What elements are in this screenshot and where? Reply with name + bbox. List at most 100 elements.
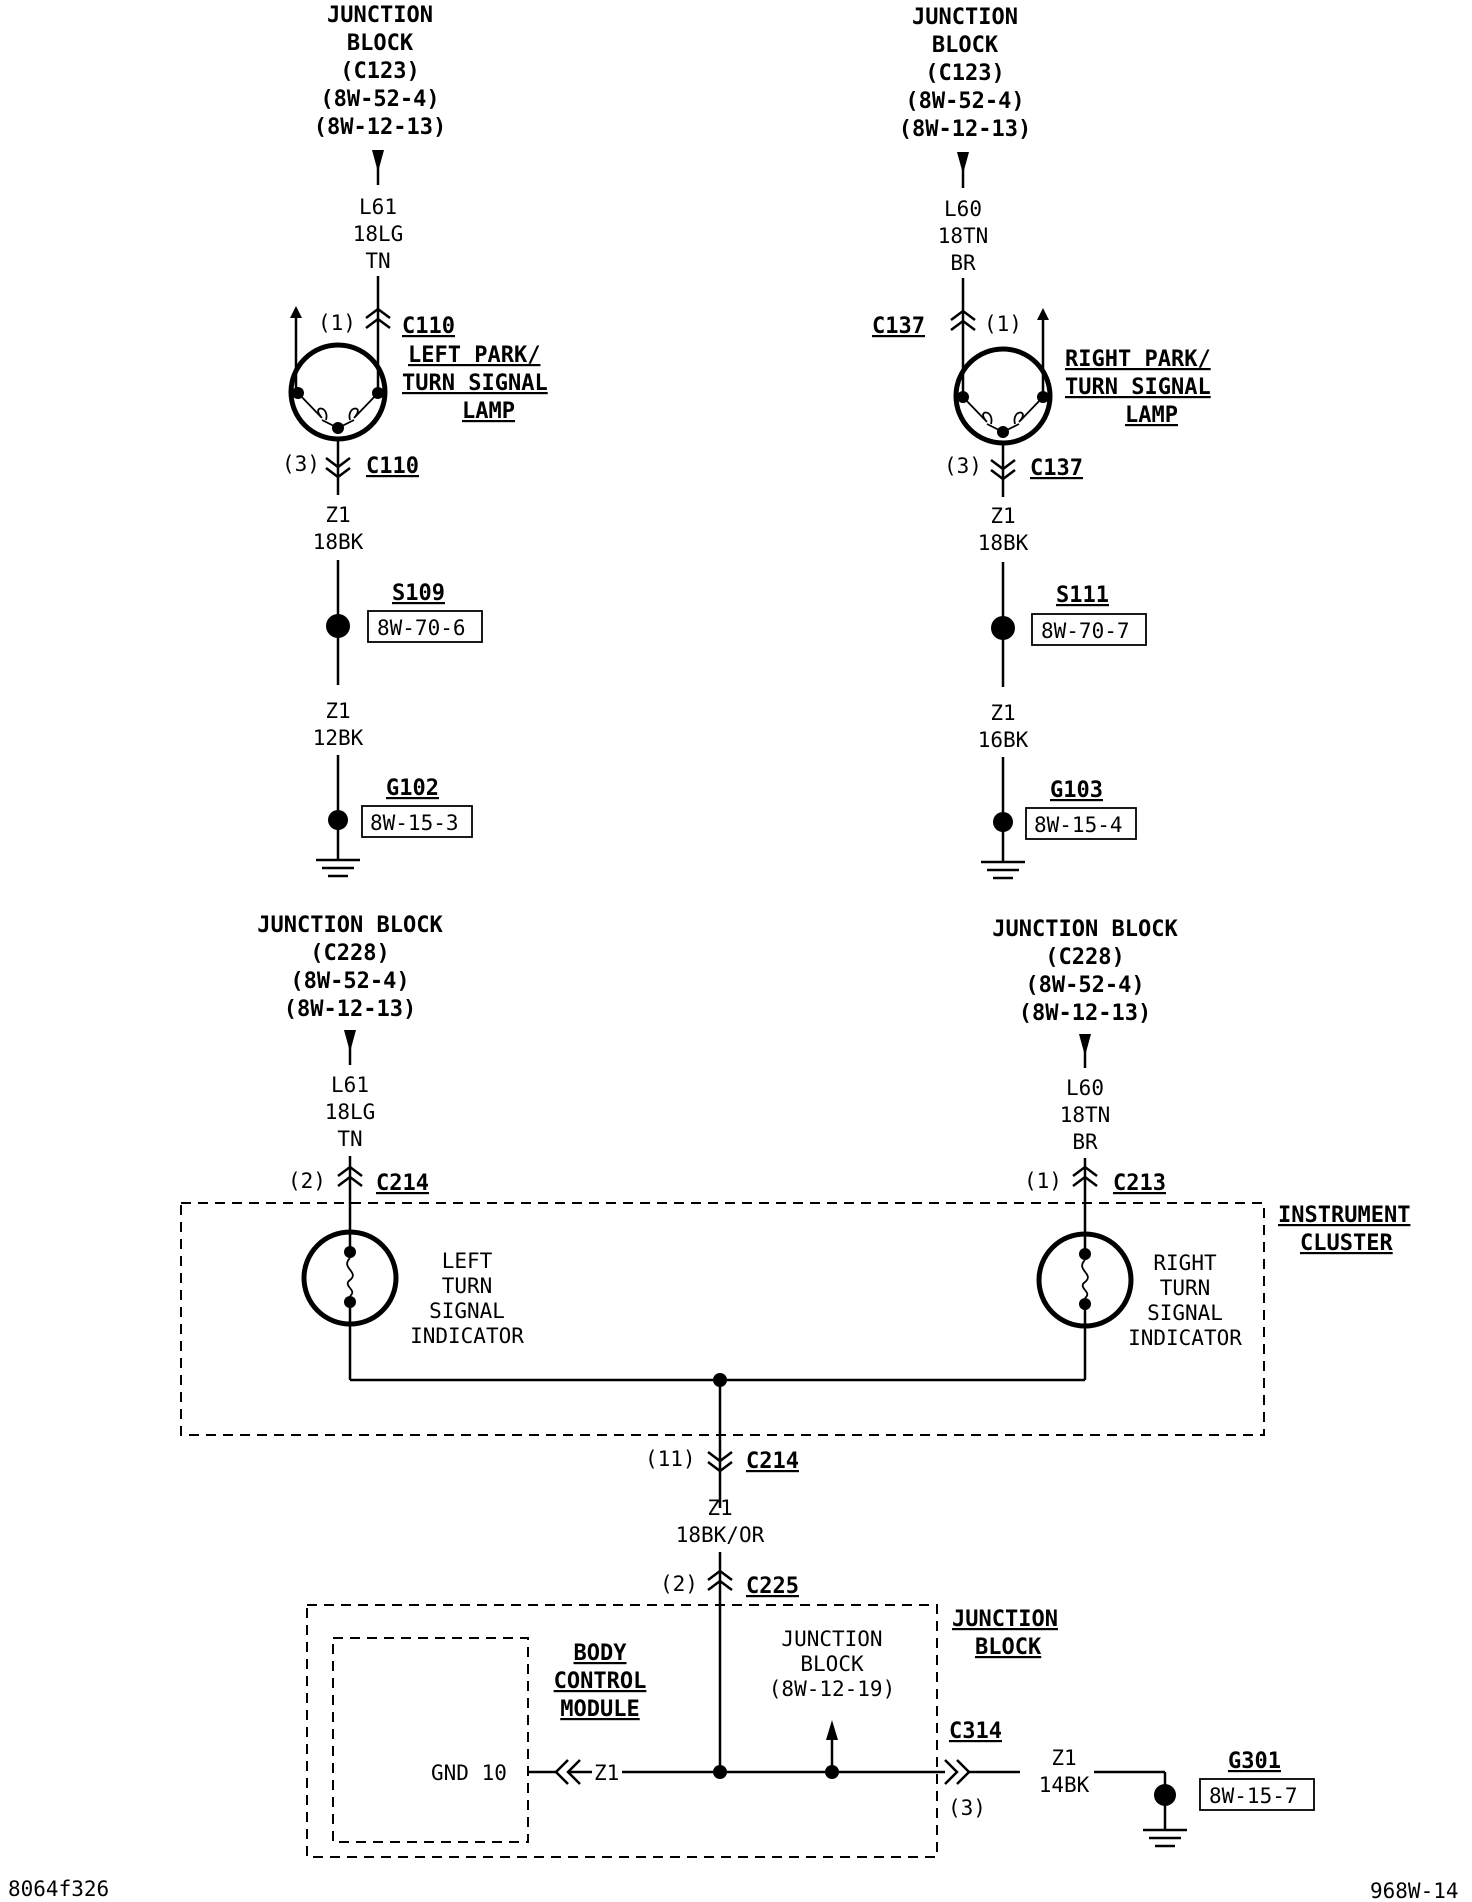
right-ground-ref: 8W-15-4 (1034, 813, 1123, 837)
junction-block: JUNCTION BLOCK BODY CONTROL MODULE JUNCT… (306, 1604, 1058, 1858)
right-ground-wire1-gauge: 18BK (978, 531, 1029, 555)
output-wire-circuit: Z1 (1051, 1746, 1076, 1770)
right-ground-wire2-circuit: Z1 (990, 701, 1015, 725)
cluster-right-feed: JUNCTION BLOCK (C228) (8W-52-4) (8W-12-1… (992, 917, 1178, 1254)
left-source-line1: JUNCTION (327, 3, 433, 28)
left-indicator-label1: LEFT (442, 1249, 493, 1273)
g103-ground-icon (981, 860, 1025, 880)
cl-source-line4: (8W-12-13) (284, 997, 416, 1022)
cl-source-line2: (C228) (310, 941, 389, 966)
left-indicator-label3: SIGNAL (429, 1299, 505, 1323)
right-splice-ref: 8W-70-7 (1041, 619, 1130, 643)
g301-ref-box (1199, 1778, 1315, 1811)
right-park-turn-lamp-icon (953, 346, 1053, 446)
right-lamp-label2: TURN SIGNAL (1065, 375, 1211, 400)
right-indicator-label3: SIGNAL (1147, 1301, 1223, 1325)
left-indicator-label2: TURN (442, 1274, 493, 1298)
output-wire-gauge: 14BK (1039, 1773, 1090, 1797)
right-ground-wire2-gauge: 16BK (978, 728, 1029, 752)
g103-ground-dot (993, 812, 1013, 832)
output-conn: C314 (949, 1719, 1002, 1744)
cl-source-line1: JUNCTION BLOCK (257, 913, 443, 938)
left-ground-wire1-circuit: Z1 (325, 503, 350, 527)
footer-left-code: 8064f326 (8, 1877, 109, 1901)
bcm-boundary (332, 1637, 529, 1843)
s111-ref-box (1031, 613, 1147, 646)
bcm-pin-label: GND 10 (431, 1761, 507, 1785)
left-pin-bottom: (3) (282, 452, 320, 476)
jb-ref-line1: JUNCTION (781, 1627, 882, 1651)
junction-block-title1: JUNCTION (952, 1607, 1058, 1632)
g103-ref-box (1025, 807, 1137, 840)
c214-out-connector (707, 1451, 733, 1473)
left-source-line2: BLOCK (347, 31, 414, 56)
left-conn-top: C110 (402, 314, 455, 339)
s109-ref-box (367, 610, 483, 643)
cr-wire-gauge: 18TN (1060, 1103, 1111, 1127)
output-ground: G301 (1228, 1749, 1281, 1774)
right-indicator-label1: RIGHT (1153, 1251, 1217, 1275)
instrument-cluster-title1: INSTRUMENT (1278, 1203, 1410, 1228)
left-wire-circuit: L61 (359, 195, 397, 219)
right-lamp-label3: LAMP (1125, 403, 1178, 428)
g301-ground-circuit: C314 (3) Z1 14BK G301 8W-15-7 (948, 1719, 1315, 1848)
cl-wire-gauge: 18LG (325, 1100, 376, 1124)
bcm-title2: CONTROL (554, 1669, 647, 1694)
cluster-out-wire-circuit: Z1 (707, 1496, 732, 1520)
left-indicator-label4: INDICATOR (410, 1324, 524, 1348)
c137-bottom-connector (990, 459, 1016, 481)
c314-connector (944, 1759, 971, 1785)
jb-ref-line3: (8W-12-19) (769, 1677, 895, 1701)
c110-top-connector (365, 307, 391, 329)
right-indicator-label2: TURN (1160, 1276, 1211, 1300)
left-wire-gauge: 18LG (353, 222, 404, 246)
junction-block-title2: BLOCK (975, 1635, 1042, 1660)
right-source-line1: JUNCTION (912, 5, 1018, 30)
left-conn-bottom: C110 (366, 454, 419, 479)
output-pin: (3) (948, 1796, 986, 1820)
cr-source-line2: (C228) (1045, 945, 1124, 970)
cl-pin: (2) (288, 1169, 326, 1193)
instrument-cluster-boundary (180, 1202, 1265, 1436)
right-ground-wire1-circuit: Z1 (990, 504, 1015, 528)
c225-connector (707, 1569, 733, 1591)
c214-in-connector (337, 1165, 363, 1187)
left-pin-top: (1) (318, 311, 356, 335)
cluster-left-feed: JUNCTION BLOCK (C228) (8W-52-4) (8W-12-1… (257, 913, 443, 1252)
g301-ground-dot (1154, 1784, 1176, 1806)
cl-wire-circuit: L61 (331, 1073, 369, 1097)
cr-conn: C213 (1113, 1171, 1166, 1196)
right-source-line5: (8W-12-13) (899, 117, 1031, 142)
right-pin-bottom: (3) (944, 454, 982, 478)
g301-ground-icon (1143, 1828, 1187, 1848)
right-conn-top: C137 (872, 314, 925, 339)
cl-source-line3: (8W-52-4) (290, 969, 409, 994)
output-ground-ref: 8W-15-7 (1209, 1784, 1298, 1808)
cr-wire-circuit: L60 (1066, 1076, 1104, 1100)
bcm-wire: Z1 (594, 1761, 619, 1785)
cluster-output: (11) C214 Z1 18BK/OR (2) C225 (645, 1447, 799, 1772)
footer-right-code: 968W-14 (1370, 1879, 1459, 1902)
left-park-turn-circuit: JUNCTION BLOCK (C123) (8W-52-4) (8W-12-1… (282, 3, 548, 878)
right-source-line2: BLOCK (932, 33, 999, 58)
cr-wire-tracer: BR (1072, 1130, 1098, 1154)
right-source-line4: (8W-52-4) (905, 89, 1024, 114)
c213-in-connector (1072, 1165, 1098, 1187)
cl-wire-tracer: TN (337, 1127, 362, 1151)
c137-top-connector (950, 309, 976, 331)
cluster-out-wire-gauge: 18BK/OR (676, 1523, 765, 1547)
instrument-cluster-title2: CLUSTER (1300, 1231, 1393, 1256)
s111-splice-dot (991, 616, 1015, 640)
cluster-out-conn: C214 (746, 1449, 799, 1474)
c110-bottom-connector (325, 457, 351, 479)
left-lamp-label1: LEFT PARK/ (408, 343, 540, 368)
left-source-line4: (8W-52-4) (320, 87, 439, 112)
right-ground: G103 (1050, 778, 1103, 803)
g102-ref-box (361, 805, 473, 838)
right-indicator-label4: INDICATOR (1128, 1326, 1242, 1350)
right-splice: S111 (1056, 583, 1109, 608)
s109-splice-dot (326, 614, 350, 638)
bcm-title3: MODULE (560, 1697, 639, 1722)
left-ground-ref: 8W-15-3 (370, 811, 459, 835)
